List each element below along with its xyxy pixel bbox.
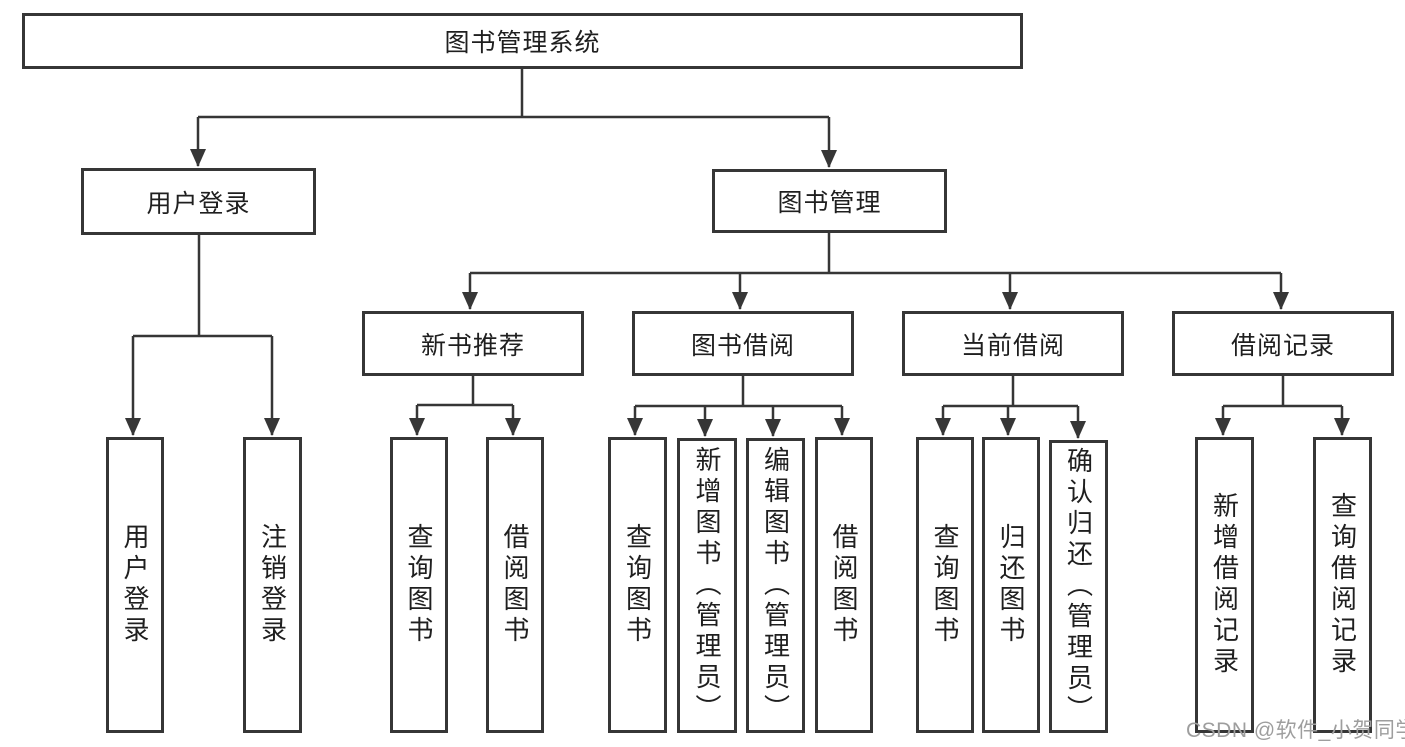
node-label: 归还图书	[996, 523, 1026, 647]
leaf-edit-book-admin: 编辑图书（管理员）	[746, 438, 805, 733]
node-book-borrow: 图书借阅	[632, 311, 854, 376]
node-label: 图书管理	[777, 189, 882, 217]
node-label: 图书借阅	[690, 331, 795, 360]
node-label: 借阅记录	[1230, 331, 1335, 360]
leaf-borrow-books-1: 借阅图书	[486, 437, 544, 733]
node-user-login: 用户登录	[81, 168, 316, 235]
node-book-management: 图书管理	[712, 169, 947, 233]
leaf-query-books-2: 查询图书	[608, 437, 667, 733]
node-label: 查询图书	[622, 523, 653, 647]
node-label: 查询借阅记录	[1327, 492, 1358, 678]
node-borrow-records: 借阅记录	[1172, 311, 1394, 376]
node-label: 确认归还（管理员）	[1063, 447, 1094, 726]
node-label: 新增图书（管理员）	[692, 446, 722, 725]
node-label: 用户登录	[146, 189, 251, 218]
node-label: 查询图书	[930, 523, 960, 647]
leaf-add-borrow-record: 新增借阅记录	[1195, 437, 1254, 733]
leaf-query-books-1: 查询图书	[390, 437, 448, 733]
node-root-label: 图书管理系统	[444, 29, 601, 57]
node-label: 新增借阅记录	[1209, 492, 1240, 678]
leaf-add-book-admin: 新增图书（管理员）	[677, 438, 737, 733]
node-current-borrow: 当前借阅	[902, 311, 1124, 376]
tree-branch-lines	[133, 69, 1342, 408]
leaf-borrow-books-2: 借阅图书	[815, 437, 873, 733]
tree-arrow-lines	[125, 117, 1350, 439]
node-label: 新书推荐	[420, 331, 525, 360]
csdn-watermark: CSDN @软件_小贺同学	[1186, 719, 1405, 742]
leaf-query-borrow-record: 查询借阅记录	[1313, 437, 1372, 733]
leaf-query-books-3: 查询图书	[916, 437, 974, 733]
leaf-user-login: 用户登录	[106, 437, 164, 733]
node-label: 借阅图书	[829, 523, 859, 647]
node-root: 图书管理系统	[22, 13, 1023, 69]
node-label: 编辑图书（管理员）	[760, 446, 791, 725]
node-label: 用户登录	[120, 523, 150, 647]
node-new-book-recommend: 新书推荐	[362, 311, 584, 376]
leaf-confirm-return-admin: 确认归还（管理员）	[1049, 440, 1108, 733]
node-label: 当前借阅	[960, 331, 1065, 360]
leaf-logout: 注销登录	[243, 437, 302, 733]
node-label: 借阅图书	[500, 523, 530, 647]
leaf-return-book: 归还图书	[982, 437, 1040, 733]
node-label: 注销登录	[257, 523, 288, 647]
node-label: 查询图书	[404, 523, 434, 647]
